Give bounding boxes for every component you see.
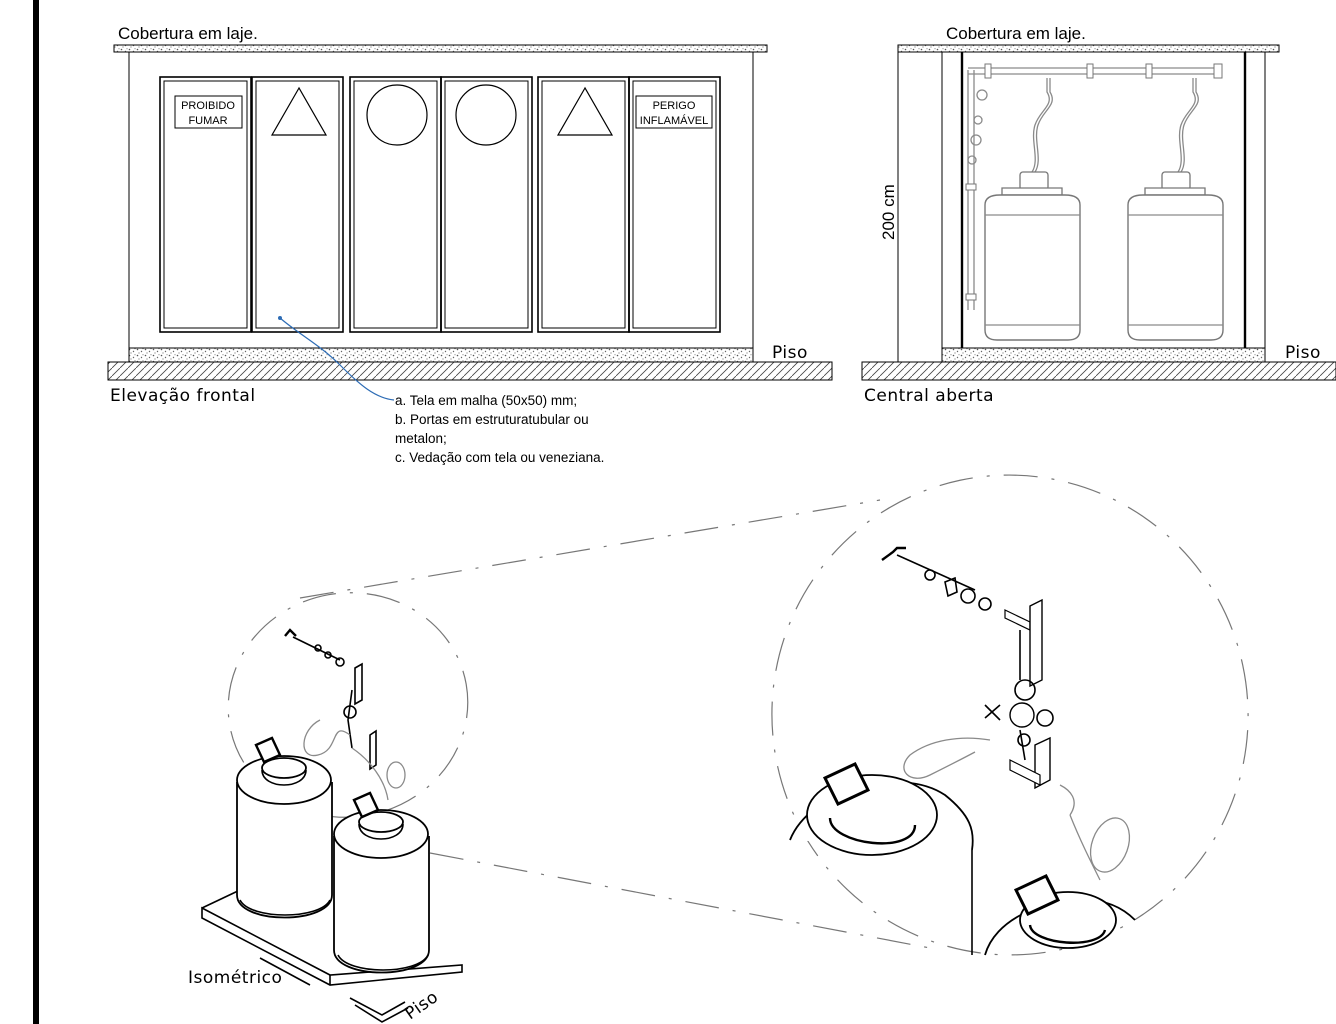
no-smoking-sign: PROIBIDO FUMAR xyxy=(174,95,243,129)
view-title: Isométrico xyxy=(188,968,282,988)
gas-manifold xyxy=(965,63,1223,310)
view-title: Central aberta xyxy=(864,386,994,406)
roof-label: Cobertura em laje. xyxy=(946,24,1086,43)
leader-line xyxy=(279,317,395,401)
sheet-border xyxy=(33,0,39,1024)
svg-text:INFLAMÁVEL: INFLAMÁVEL xyxy=(640,114,708,127)
warning-triangle-icon xyxy=(556,86,614,136)
flammable-danger-sign: PERIGO INFLAMÁVEL xyxy=(635,95,713,129)
roof-label: Cobertura em laje. xyxy=(118,24,258,43)
note-b-continued: metalon; xyxy=(395,431,447,446)
floor-label: Piso xyxy=(772,343,808,363)
note-a: a. Tela em malha (50x50) mm; xyxy=(395,393,577,408)
isometric-cylinder-detail xyxy=(984,874,1136,956)
circle-sign-icon xyxy=(455,84,517,146)
circle-sign-icon xyxy=(366,84,428,146)
isometric-manifold-small xyxy=(284,628,406,801)
isometric-view: Isométrico Piso xyxy=(188,474,1249,1024)
note-c: c. Vedação com tela ou veneziana. xyxy=(395,450,604,465)
isometric-gas-cylinder xyxy=(333,791,430,974)
svg-text:FUMAR: FUMAR xyxy=(188,115,227,127)
height-dimension: 200 cm xyxy=(879,184,898,240)
svg-text:PROIBIDO: PROIBIDO xyxy=(181,100,235,112)
gas-cylinder xyxy=(984,78,1081,341)
view-title: Elevação frontal xyxy=(110,386,256,406)
isometric-gas-cylinder xyxy=(236,736,333,919)
floor-label: Piso xyxy=(1285,343,1321,363)
svg-text:PERIGO: PERIGO xyxy=(653,100,696,112)
gas-cylinder xyxy=(1127,78,1224,341)
floor-label: Piso xyxy=(401,987,442,1024)
warning-triangle-icon xyxy=(270,86,328,136)
isometric-manifold-detail xyxy=(881,546,1131,881)
note-b: b. Portas em estruturatubular ou xyxy=(395,412,589,427)
detail-callout-large xyxy=(771,474,1249,956)
isometric-floor-base xyxy=(201,889,463,1023)
frontal-elevation: PROIBIDO FUMAR PERIGO INFLAMÁVEL Cobertu… xyxy=(107,24,833,406)
detail-callout-small xyxy=(227,592,469,818)
isometric-cylinder-detail xyxy=(789,762,974,955)
construction-notes: a. Tela em malha (50x50) mm; b. Portas e… xyxy=(395,393,604,465)
open-central-elevation: 200 cm xyxy=(861,24,1336,406)
